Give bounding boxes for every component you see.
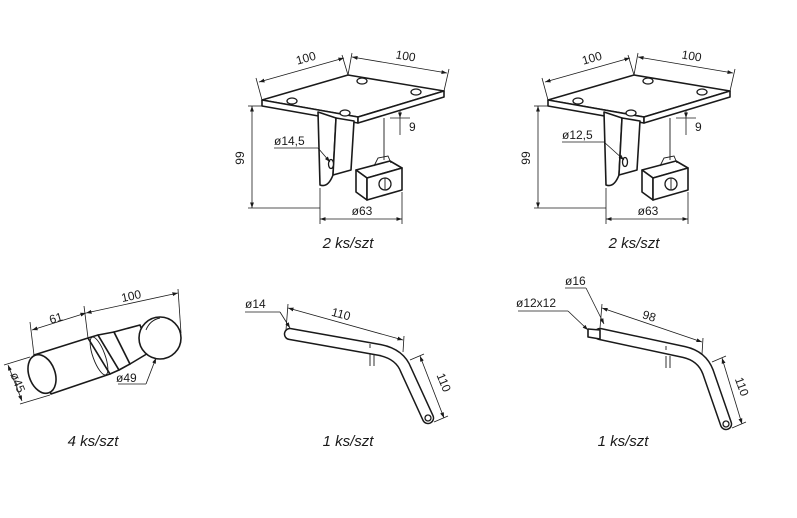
bracket-a-dim-top-right: 100 <box>395 48 417 65</box>
bracket-a-dim-height: 99 <box>233 151 247 165</box>
bracket-b-quantity: 2 ks/szt <box>608 235 661 252</box>
bracket-a-clamp-block <box>355 155 403 201</box>
bent-rod-b-dim-square-tip: ø12x12 <box>516 296 556 310</box>
bracket-a-plate <box>261 74 445 124</box>
bracket-b-dimensions <box>534 52 736 224</box>
pin-dim-short-length: 61 <box>48 309 65 326</box>
pin-drawing: 61 100 ø45 ø49 4 ks/szt <box>3 287 182 450</box>
bracket-b-dim-top-left: 100 <box>580 49 603 68</box>
bracket-a-dimensions <box>248 52 450 224</box>
bracket-a-quantity: 2 ks/szt <box>322 235 375 252</box>
bracket-b-dim-top-right: 100 <box>681 48 703 65</box>
pin-dim-total-length: 100 <box>120 287 143 305</box>
bent-rod-b-dim-straight-length: 98 <box>641 308 658 325</box>
bent-rod-a-drawing: ø14 110 110 1 ks/szt <box>245 297 454 450</box>
bracket-b-dim-hole: ø12,5 <box>562 128 593 142</box>
bracket-b-dim-height: 99 <box>519 151 533 165</box>
bracket-b-dim-width: ø63 <box>638 204 659 218</box>
bent-rod-a-dim-diameter: ø14 <box>245 297 266 311</box>
bracket-b-body <box>603 111 671 187</box>
bracket-a-dim-offset: 9 <box>409 120 416 134</box>
bent-rod-a-dim-straight-length: 110 <box>330 305 352 324</box>
pin-dim-ball-diameter: ø49 <box>116 371 137 385</box>
bracket-a-body <box>317 111 385 187</box>
bent-rod-b-dimensions <box>518 287 747 429</box>
pin-quantity: 4 ks/szt <box>68 433 120 450</box>
bracket-b-drawing: 100 100 99 ø12,5 9 ø63 2 ks/szt <box>519 48 736 252</box>
pin-body <box>27 316 182 395</box>
bracket-b-plate <box>547 74 731 124</box>
bracket-b-dim-offset: 9 <box>695 120 702 134</box>
pin-dim-shaft-diameter: ø45 <box>7 370 28 395</box>
bent-rod-b-drawing: ø16 ø12x12 98 110 1 ks/szt <box>516 274 752 450</box>
bracket-a-dim-top-left: 100 <box>294 49 317 68</box>
pin-dimensions <box>3 288 182 405</box>
bent-rod-a-quantity: 1 ks/szt <box>323 433 375 450</box>
bent-rod-a-dimensions <box>245 303 449 423</box>
bent-rod-b-body <box>587 327 733 431</box>
bent-rod-b-dim-tip-diameter: ø16 <box>565 274 586 288</box>
bracket-a-drawing: 100 100 99 ø14,5 9 ø63 2 ks/szt <box>233 48 450 252</box>
bent-rod-b-dim-bent-length: 110 <box>732 375 752 398</box>
bent-rod-a-dim-bent-length: 110 <box>434 371 454 394</box>
bracket-b-clamp-block <box>641 155 689 201</box>
bracket-a-dim-hole: ø14,5 <box>274 134 305 148</box>
bent-rod-a-body <box>283 327 435 425</box>
bracket-a-dim-width: ø63 <box>352 204 373 218</box>
bent-rod-b-quantity: 1 ks/szt <box>598 433 650 450</box>
